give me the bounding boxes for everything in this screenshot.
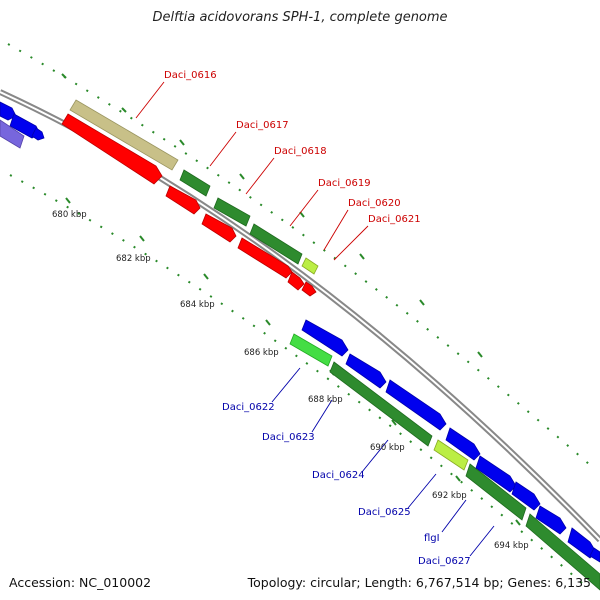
- gene-0617-feature[interactable]: [179, 169, 211, 197]
- leader-line: [323, 209, 349, 251]
- tick-label-686: 686 kbp: [244, 348, 279, 358]
- gene-label-flgi[interactable]: flgI: [424, 533, 440, 544]
- leader-line: [407, 473, 437, 509]
- gene-label-daci-0620[interactable]: Daci_0620: [348, 198, 401, 209]
- gene-0618-feature[interactable]: [213, 197, 251, 227]
- gene-0620-feature[interactable]: [301, 257, 319, 275]
- tick-label-684: 684 kbp: [180, 300, 215, 310]
- gene-0619-feature[interactable]: [249, 223, 303, 265]
- major-tick: [239, 173, 245, 180]
- gene-label-daci-0616[interactable]: Daci_0616: [164, 70, 217, 81]
- gene-label-daci-0618[interactable]: Daci_0618: [274, 146, 327, 157]
- major-tick: [391, 419, 397, 426]
- major-tick: [265, 319, 271, 326]
- gene-label-daci-0623[interactable]: Daci_0623: [262, 432, 315, 443]
- leader-line: [209, 131, 237, 167]
- major-tick: [139, 235, 145, 242]
- leader-line: [333, 225, 369, 261]
- blue-leaders: [271, 367, 495, 557]
- genome-summary-label: Topology: circular; Length: 6,767,514 bp…: [247, 575, 591, 590]
- tick-label-690: 690 kbp: [370, 443, 405, 453]
- red-leaders: [135, 81, 369, 261]
- gene-0617-red-feature[interactable]: [165, 185, 201, 215]
- gene-0627-feature[interactable]: [525, 513, 600, 591]
- accession-label: Accession: NC_010002: [9, 575, 152, 590]
- gene-left-purple-feature[interactable]: [0, 119, 25, 149]
- gene-0622-feature[interactable]: [289, 333, 333, 367]
- gene-0619-red-feature[interactable]: [237, 237, 293, 279]
- gene-label-daci-0627[interactable]: Daci_0627: [418, 556, 471, 567]
- gene-0625-blue-feature[interactable]: [445, 427, 481, 461]
- gene-right-blue-feature[interactable]: [535, 505, 567, 535]
- gene-0616-feature[interactable]: [69, 99, 179, 171]
- gene-label-daci-0617[interactable]: Daci_0617: [236, 120, 289, 131]
- major-tick: [419, 299, 425, 306]
- inner-tick-track: [9, 174, 591, 591]
- leader-line: [311, 399, 333, 433]
- gene-left-blue-feature[interactable]: [0, 101, 17, 121]
- leader-line: [135, 81, 165, 119]
- gene-0623-blue-feature[interactable]: [345, 353, 387, 389]
- gene-label-daci-0621[interactable]: Daci_0621: [368, 214, 421, 225]
- gene-right-blue-3-feature[interactable]: [589, 547, 600, 563]
- tick-label-682: 682 kbp: [116, 254, 151, 264]
- major-tick: [65, 197, 71, 204]
- major-tick: [359, 253, 365, 260]
- leader-line: [441, 499, 467, 533]
- gene-label-daci-0624[interactable]: Daci_0624: [312, 470, 365, 481]
- tick-label-680: 680 kbp: [52, 210, 87, 220]
- leader-line: [271, 367, 301, 403]
- gene-0621-red-feature[interactable]: [301, 281, 317, 297]
- gene-0618-red-feature[interactable]: [201, 213, 237, 243]
- major-tick: [179, 139, 185, 146]
- major-tick: [455, 475, 461, 482]
- gene-0622-blue-feature[interactable]: [301, 319, 349, 357]
- gene-label-daci-0625[interactable]: Daci_0625: [358, 507, 411, 518]
- gene-0627-blue-feature[interactable]: [511, 481, 541, 511]
- major-tick: [477, 351, 483, 358]
- gene-0624-blue-feature[interactable]: [385, 379, 447, 431]
- genome-backbone: [0, 89, 600, 543]
- major-tick: [203, 273, 209, 280]
- gene-label-daci-0619[interactable]: Daci_0619: [318, 178, 371, 189]
- map-title: Delftia acidovorans SPH-1, complete geno…: [152, 10, 448, 25]
- gene-0623-feature[interactable]: [329, 361, 433, 447]
- leader-line: [361, 439, 389, 473]
- major-ticks: [61, 73, 521, 526]
- major-tick: [121, 107, 127, 113]
- tick-label-694: 694 kbp: [494, 541, 529, 551]
- gene-left-blue-3-feature[interactable]: [31, 127, 45, 141]
- major-tick: [61, 73, 67, 79]
- gene-label-daci-0622[interactable]: Daci_0622: [222, 402, 275, 413]
- leader-line: [245, 157, 275, 195]
- tick-label-688: 688 kbp: [308, 395, 343, 405]
- gene-0625-feature[interactable]: [433, 439, 469, 471]
- gene-flgi-blue-feature[interactable]: [475, 455, 517, 493]
- leader-line: [289, 189, 319, 227]
- gene-0616-red-feature[interactable]: [61, 113, 163, 185]
- tick-label-692: 692 kbp: [432, 491, 467, 501]
- major-tick: [515, 519, 521, 526]
- leader-line: [469, 525, 495, 557]
- gene-0620-red-feature[interactable]: [287, 271, 305, 291]
- gene-flgi-feature[interactable]: [465, 463, 527, 521]
- outer-tick-track: [7, 43, 591, 466]
